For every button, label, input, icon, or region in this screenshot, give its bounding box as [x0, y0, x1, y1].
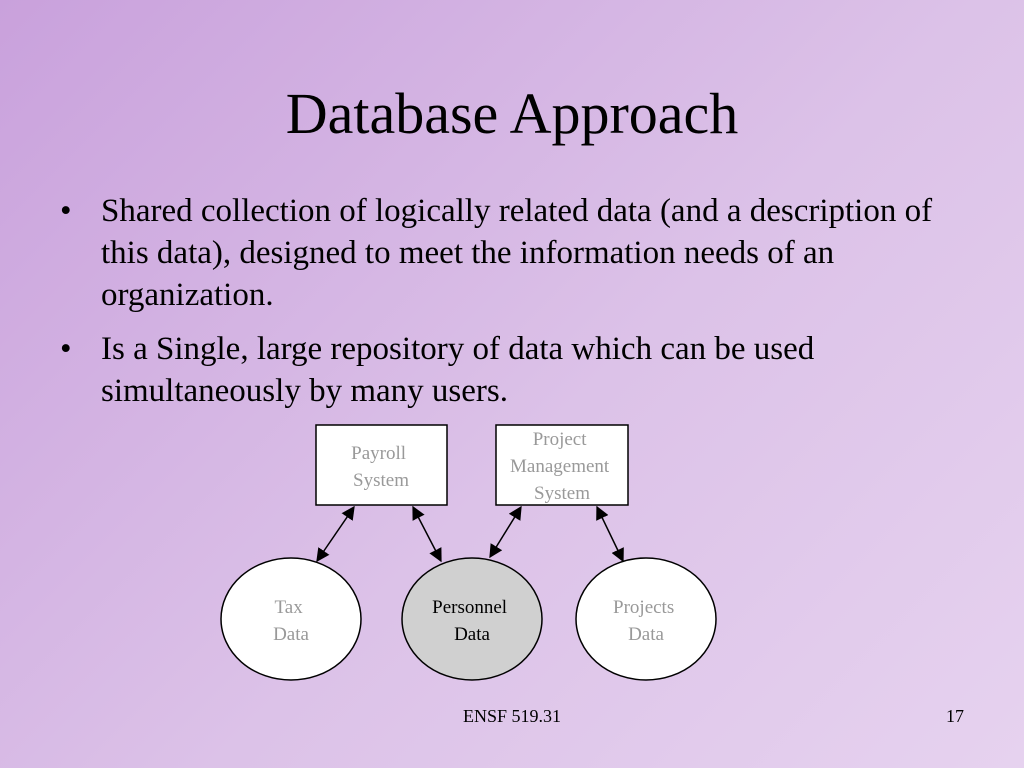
tax-data-label: Tax Data — [273, 597, 309, 645]
tax-data-ellipse — [220, 557, 362, 681]
footer-course-label: ENSF 519.31 — [462, 706, 561, 726]
payroll-system-line: System — [353, 470, 409, 491]
personnel-data-label: Personnel Data — [432, 597, 512, 645]
bullet-item: • Shared collection of logically related… — [60, 190, 940, 316]
projects-data-ellipse — [575, 557, 717, 681]
bullet-list: • Shared collection of logically related… — [60, 190, 940, 424]
personnel-data-line: Personnel — [432, 597, 507, 618]
arrow-payroll-personnel — [412, 505, 442, 563]
bullet-text: Shared collection of logically related d… — [101, 193, 933, 313]
bullet-item: • Is a Single, large repository of data … — [60, 328, 940, 412]
slide-number: 17 — [946, 706, 964, 726]
project-system-line: Project — [533, 429, 588, 450]
project-system-line: Management — [510, 456, 610, 477]
projects-data-line: Projects — [613, 597, 674, 618]
projects-data-label: Projects Data — [613, 597, 679, 645]
payroll-system-label: Payroll System — [351, 443, 411, 491]
payroll-system-line: Payroll — [351, 443, 406, 464]
project-management-system-label: Project Management System — [510, 429, 614, 504]
tax-data-line: Data — [273, 624, 309, 645]
arrow-payroll-tax — [316, 505, 355, 563]
bullet-marker: • — [60, 331, 72, 367]
payroll-system-box — [315, 424, 448, 506]
arrow-project-personnel — [489, 505, 522, 559]
bullet-marker: • — [60, 193, 72, 229]
tax-data-line: Tax — [275, 597, 304, 618]
slide-title: Database Approach — [285, 81, 739, 146]
project-system-line: System — [534, 483, 590, 504]
projects-data-line: Data — [628, 624, 664, 645]
bullet-text: Is a Single, large repository of data wh… — [101, 331, 815, 409]
arrow-project-projects — [596, 505, 624, 563]
project-management-system-box — [495, 424, 629, 506]
personnel-data-ellipse — [401, 557, 543, 681]
personnel-data-line: Data — [454, 624, 490, 645]
